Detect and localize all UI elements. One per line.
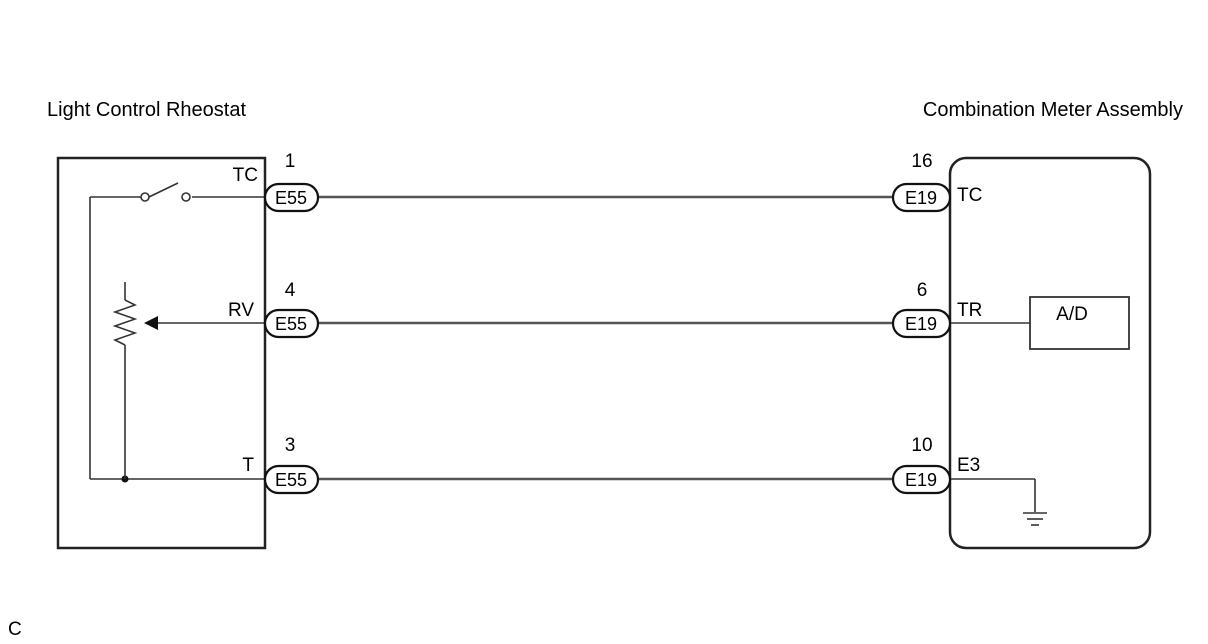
connector-e55: [263, 182, 320, 213]
switch-contact: [181, 192, 191, 202]
connector-label: E19: [905, 470, 937, 490]
connector-e55: [263, 308, 320, 339]
connector-label: E55: [275, 470, 307, 490]
connector-e19: [891, 182, 952, 213]
circuit-t: T 3 E55 10 E19 E3: [242, 435, 980, 495]
connector-label: E19: [905, 314, 937, 334]
meter-internal-circuit: A/D: [950, 296, 1130, 526]
left-pin-number: 3: [285, 435, 296, 456]
connector-label: E19: [905, 188, 937, 208]
ad-converter-label: A/D: [1056, 304, 1088, 325]
rheostat-internal-circuit: [89, 182, 265, 483]
left-terminal-label: T: [242, 455, 254, 476]
connector-label: E55: [275, 188, 307, 208]
left-terminal-label: TC: [233, 165, 258, 186]
circuit-tc: TC 1 E55 16 E19 TC: [233, 151, 982, 213]
left-pin-number: 4: [285, 280, 296, 301]
ground-icon: [1023, 512, 1047, 526]
right-terminal-label: TR: [957, 300, 982, 321]
left-component-title: Light Control Rheostat: [47, 99, 246, 121]
connector-e19: [891, 308, 952, 339]
circuit-rv: RV 4 E55 6 E19 TR: [228, 280, 982, 339]
footer-code: C: [8, 619, 22, 640]
switch-blade-icon: [148, 182, 179, 198]
left-terminal-label: RV: [228, 300, 254, 321]
light-control-rheostat-box: [56, 156, 267, 550]
switch-contact: [140, 192, 150, 202]
right-pin-number: 16: [911, 151, 932, 172]
connector-e19: [891, 464, 952, 495]
left-pin-number: 1: [285, 151, 296, 172]
resistor-icon: [112, 299, 138, 346]
right-pin-number: 6: [917, 280, 928, 301]
right-component-title: Combination Meter Assembly: [923, 99, 1183, 121]
right-terminal-label: E3: [957, 455, 980, 476]
combination-meter-box: [948, 156, 1152, 550]
right-terminal-label: TC: [957, 185, 982, 206]
ad-converter-box: [1029, 296, 1130, 350]
connector-label: E55: [275, 314, 307, 334]
right-pin-number: 10: [911, 435, 932, 456]
connector-e55: [263, 464, 320, 495]
wiper-arrow-icon: [144, 316, 158, 330]
